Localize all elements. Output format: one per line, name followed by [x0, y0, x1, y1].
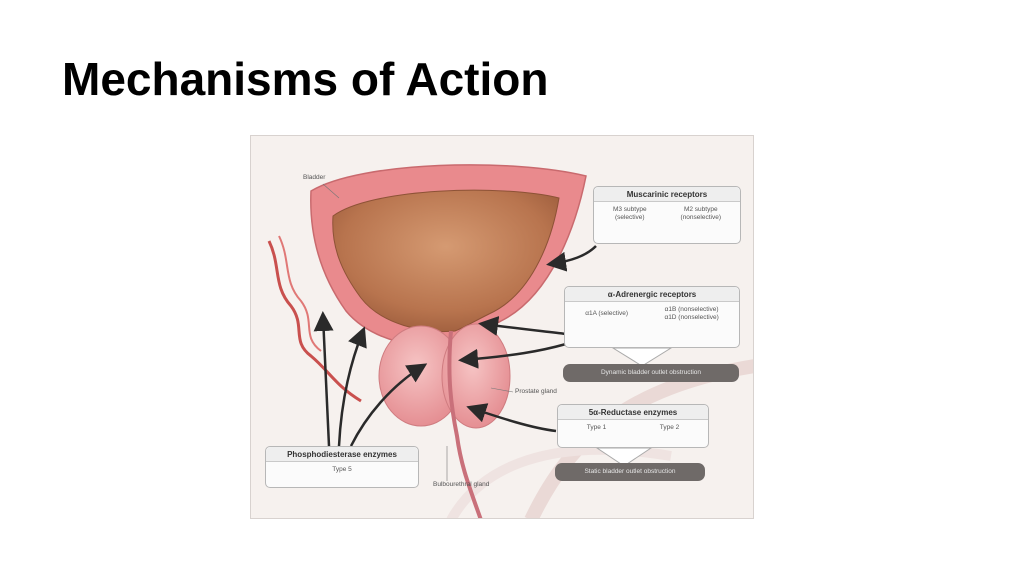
- urethra: [447, 330, 483, 518]
- anatomy-illustration: [267, 164, 753, 518]
- arrow: [337, 326, 367, 447]
- arrow: [466, 403, 557, 433]
- prostate-gland-label: Prostate gland: [515, 388, 557, 395]
- leader-line: [322, 183, 340, 199]
- type-1: Type 1: [586, 424, 607, 431]
- arrow: [313, 311, 334, 447]
- type-5: Type 5: [332, 466, 352, 473]
- page-title: Mechanisms of Action: [62, 53, 549, 105]
- static-obstruction-bar: Static bladder outlet obstruction: [555, 463, 705, 481]
- reductase-title: 5α-Reductase enzymes: [558, 405, 708, 420]
- adrenergic-receptors-box: α-Adrenergic receptors α1A (selective) α…: [564, 286, 740, 348]
- arrow: [349, 363, 428, 447]
- bulbourethral-gland-label: Bulbourethral gland: [433, 481, 490, 488]
- arrow: [458, 342, 567, 369]
- dynamic-obstruction-bar: Dynamic bladder outlet obstruction: [563, 364, 739, 382]
- blood-vessel: [278, 235, 322, 352]
- leader-line: [490, 387, 514, 393]
- prostate-diagram: Bladder Prostate gland Bulbourethral gla…: [250, 135, 754, 519]
- m3-subtype: M3 subtype (selective): [612, 206, 647, 222]
- connector-arrow: [611, 347, 673, 367]
- arrow: [546, 245, 597, 272]
- adrenergic-title: α-Adrenergic receptors: [565, 287, 739, 302]
- bladder-label: Bladder: [303, 174, 326, 181]
- arrow: [478, 316, 567, 336]
- alpha-1b-1d-subtypes: α1B (nonselective) α1D (nonselective): [664, 306, 719, 322]
- phosphodiesterase-box: Phosphodiesterase enzymes Type 5: [265, 446, 419, 488]
- connector-arrow: [595, 447, 653, 467]
- alpha-1a-subtype: α1A (selective): [585, 310, 628, 318]
- muscarinic-receptors-box: Muscarinic receptors M3 subtype (selecti…: [593, 186, 741, 244]
- type-2: Type 2: [659, 424, 680, 431]
- reductase-enzymes-box: 5α-Reductase enzymes Type 1 Type 2: [557, 404, 709, 448]
- bladder-lumen: [332, 189, 560, 332]
- blood-vessel: [267, 240, 362, 403]
- phosphodiesterase-title: Phosphodiesterase enzymes: [266, 447, 418, 462]
- muscarinic-title: Muscarinic receptors: [594, 187, 740, 202]
- m2-subtype: M2 subtype (nonselective): [680, 206, 721, 222]
